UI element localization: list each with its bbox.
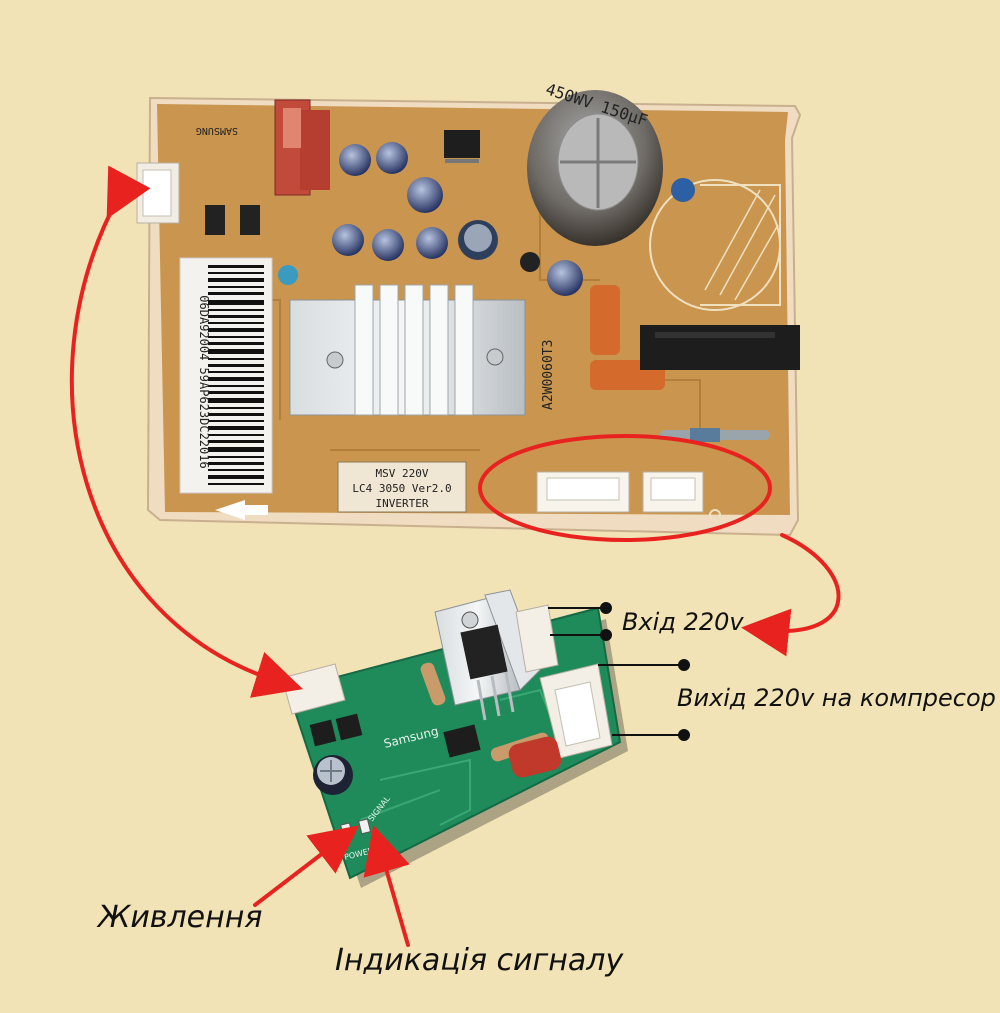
original-signal-connector [136,162,180,224]
output-label: Вихід 220v на компресор [677,684,996,712]
signal-label: Індикація сигналу [335,943,624,978]
power-arrow [253,825,360,907]
arrows [69,165,841,947]
original-inverter-board: 450WV 150μF [136,79,802,537]
connector-link-arrow [69,165,303,698]
red-transformer [274,99,330,196]
original-board-label: MSV 220V LC4 3050 Ver2.0 INVERTER [337,461,467,513]
original-brand-silk: SAMSUNG [196,125,238,136]
highlight-ellipse [478,434,772,542]
original-heatsink [289,284,526,416]
ic-marking: A2W0060T3 [541,340,556,410]
replacement-arrow [741,533,841,657]
power-label: Живлення [98,900,263,935]
replacement-input-connector [515,604,559,673]
replacement-board: Samsung POWER SIGNAL [281,589,628,888]
original-power-connectors [536,471,704,513]
replacement-heatsink [434,589,541,721]
replacement-capacitor [313,755,353,795]
original-label-line-2: LC4 3050 Ver2.0 [352,482,451,495]
signal-arrow [363,824,410,947]
main-capacitor: 450WV 150μF [527,79,663,246]
callout-lines [548,602,690,741]
original-label-line-1: MSV 220V [376,467,429,480]
power-module [640,325,800,370]
barcode-number: 06DA92004 59AP623DC22016 [197,295,211,468]
small-capacitors [332,142,583,296]
input-label: Вхід 220v [622,608,744,636]
replacement-output-connector [539,663,613,759]
original-label-line-3: INVERTER [376,497,429,510]
barcode-sticker: 06DA92004 59AP623DC22016 [179,257,273,494]
